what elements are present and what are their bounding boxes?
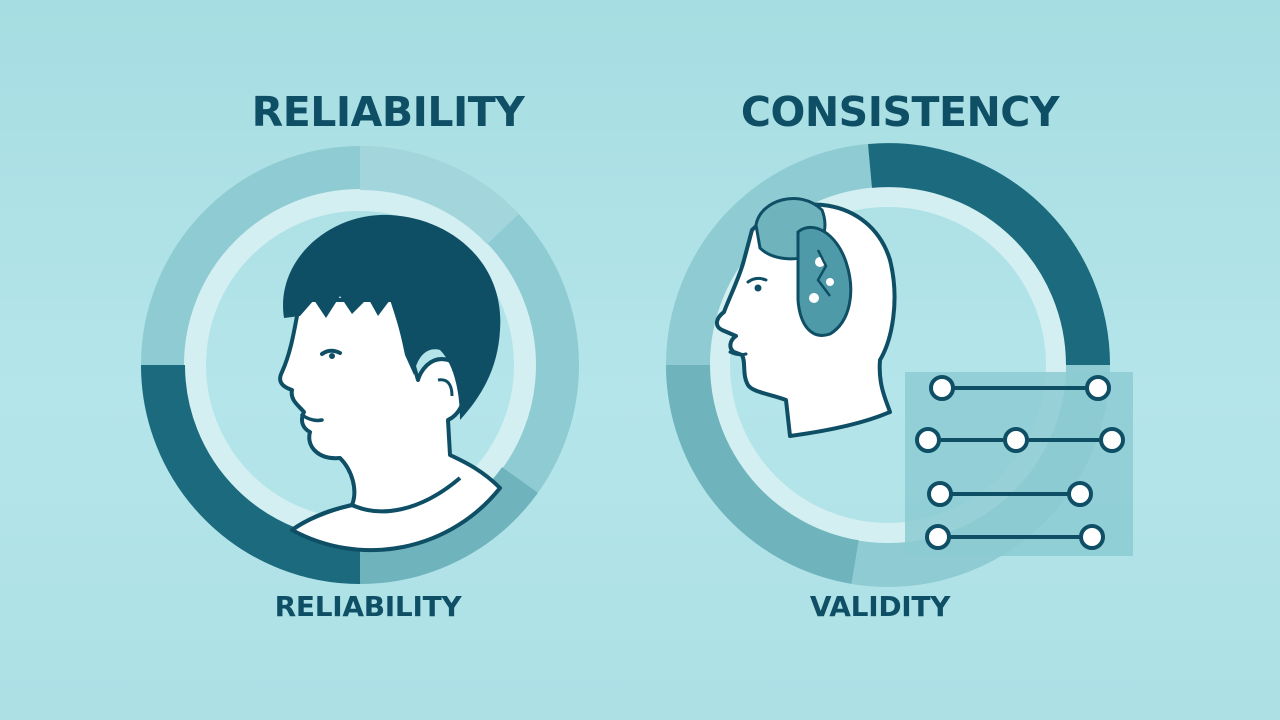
reliability-caption: RELIABILITY	[274, 590, 462, 623]
child-head-profile-icon	[278, 214, 502, 553]
node-lines-icon	[905, 372, 1133, 556]
validity-caption: VALIDITY	[809, 590, 951, 623]
consistency-title: CONSISTENCY	[740, 88, 1060, 136]
head-with-brain-icon	[715, 197, 897, 438]
reliability-title: RELIABILITY	[251, 88, 525, 136]
validity-ring	[666, 143, 1110, 587]
